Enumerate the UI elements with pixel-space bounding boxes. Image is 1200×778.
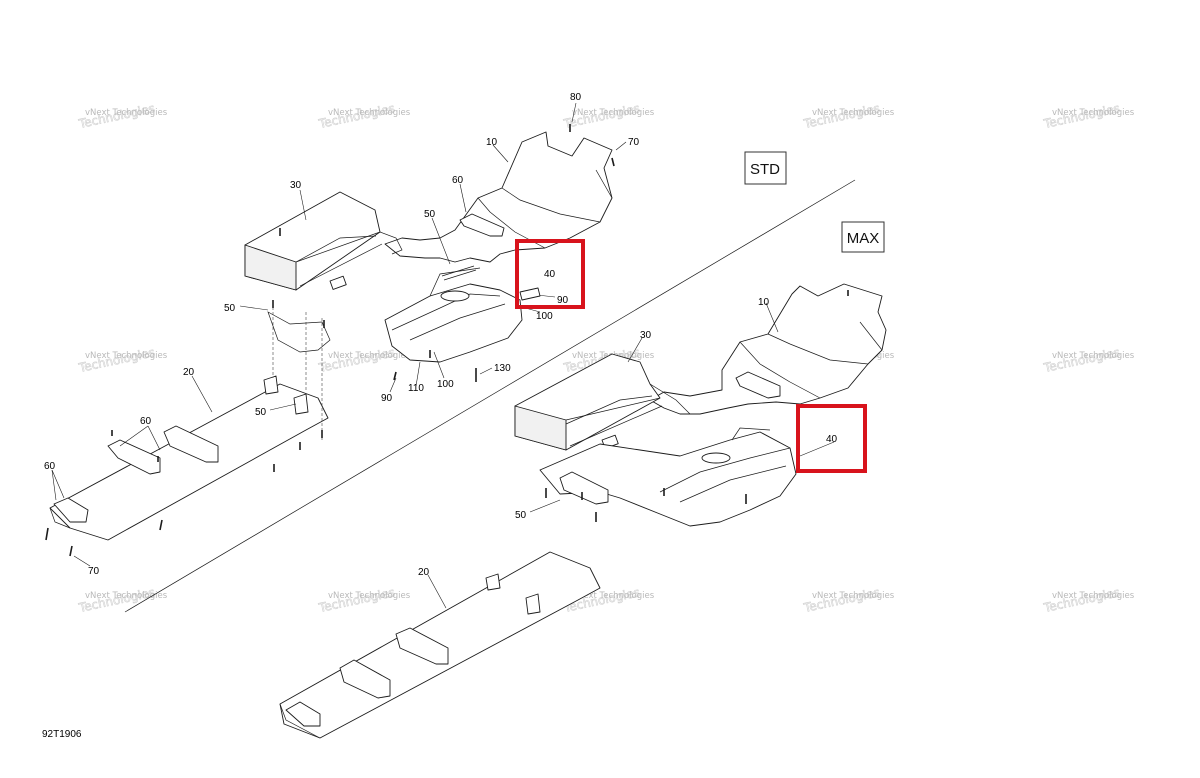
callout-std-50a: 50 xyxy=(424,209,436,220)
max-variant-box: MAX xyxy=(841,221,885,253)
watermark: Technologies vNext Technologies xyxy=(316,101,411,132)
callout-std-60a: 60 xyxy=(452,175,464,186)
std-highlight-40 xyxy=(515,239,585,309)
callout-std-50c: 50 xyxy=(255,407,267,418)
callout-std-100a: 100 xyxy=(536,311,553,322)
callout-std-10: 10 xyxy=(486,137,498,148)
svg-text:vNext Technologies: vNext Technologies xyxy=(328,108,411,118)
watermark: Technologies vNext Technologies xyxy=(316,585,411,616)
svg-text:vNext Technologies: vNext Technologies xyxy=(85,591,168,601)
callout-max-20: 20 xyxy=(418,567,430,578)
max-mid-pan-40 xyxy=(539,431,797,527)
std-assembly: 10 30 60 50 50 20 50 60 60 70 80 70 40 9… xyxy=(44,92,640,577)
callout-std-80: 80 xyxy=(570,92,582,103)
std-mid-plate-50 xyxy=(384,283,523,363)
watermark: Technologies vNext Technologies xyxy=(76,345,168,376)
callout-std-30: 30 xyxy=(290,180,302,191)
watermark: Technologies vNext Technologies xyxy=(801,101,895,132)
watermark: Technologies vNext Technologies xyxy=(76,101,168,132)
callout-std-100b: 100 xyxy=(437,379,454,390)
watermark: Technologies vNext Technologies xyxy=(801,585,895,616)
svg-text:vNext Technologies: vNext Technologies xyxy=(812,591,895,601)
callout-max-50: 50 xyxy=(515,510,527,521)
figure-ref-code: 92T1906 xyxy=(42,729,82,740)
svg-text:vNext Technologies: vNext Technologies xyxy=(85,351,168,361)
watermark: Technologies vNext Technologies xyxy=(76,585,168,616)
callout-max-10: 10 xyxy=(758,297,770,308)
watermark: Technologies vNext Technologies xyxy=(1041,345,1135,376)
svg-text:vNext Technologies: vNext Technologies xyxy=(812,108,895,118)
max-highlight-40 xyxy=(796,404,867,473)
callout-std-40: 40 xyxy=(544,269,556,280)
callout-std-60b: 60 xyxy=(140,416,152,427)
svg-text:vNext Technologies: vNext Technologies xyxy=(1052,351,1135,361)
watermark: Technologies vNext Technologies xyxy=(1041,101,1135,132)
callout-max-40: 40 xyxy=(826,434,838,445)
svg-text:MAX: MAX xyxy=(847,230,880,247)
svg-text:vNext Technologies: vNext Technologies xyxy=(572,108,655,118)
max-assembly: 10 30 40 50 20 xyxy=(279,283,887,739)
std-rear-skid-20 xyxy=(49,383,329,541)
std-variant-box: STD xyxy=(744,151,787,185)
callout-std-130: 130 xyxy=(494,363,511,374)
callout-std-20: 20 xyxy=(183,367,195,378)
callout-std-50b: 50 xyxy=(224,303,236,314)
callout-std-90a: 90 xyxy=(557,295,569,306)
svg-text:vNext Technologies: vNext Technologies xyxy=(328,591,411,601)
callout-std-90b: 90 xyxy=(381,393,393,404)
svg-text:vNext Technologies: vNext Technologies xyxy=(1052,591,1135,601)
callout-std-70a: 70 xyxy=(88,566,100,577)
callout-std-60c: 60 xyxy=(44,461,56,472)
callout-std-70b: 70 xyxy=(628,137,640,148)
svg-text:vNext Technologies: vNext Technologies xyxy=(572,591,655,601)
watermark: Technologies vNext Technologies xyxy=(1041,585,1135,616)
svg-text:vNext Technologies: vNext Technologies xyxy=(85,108,168,118)
svg-text:vNext Technologies: vNext Technologies xyxy=(1052,108,1135,118)
callout-max-30: 30 xyxy=(640,330,652,341)
callout-std-110: 110 xyxy=(408,383,424,394)
variant-divider xyxy=(124,179,856,613)
svg-text:STD: STD xyxy=(750,161,780,178)
svg-text:vNext Technologies: vNext Technologies xyxy=(328,351,411,361)
